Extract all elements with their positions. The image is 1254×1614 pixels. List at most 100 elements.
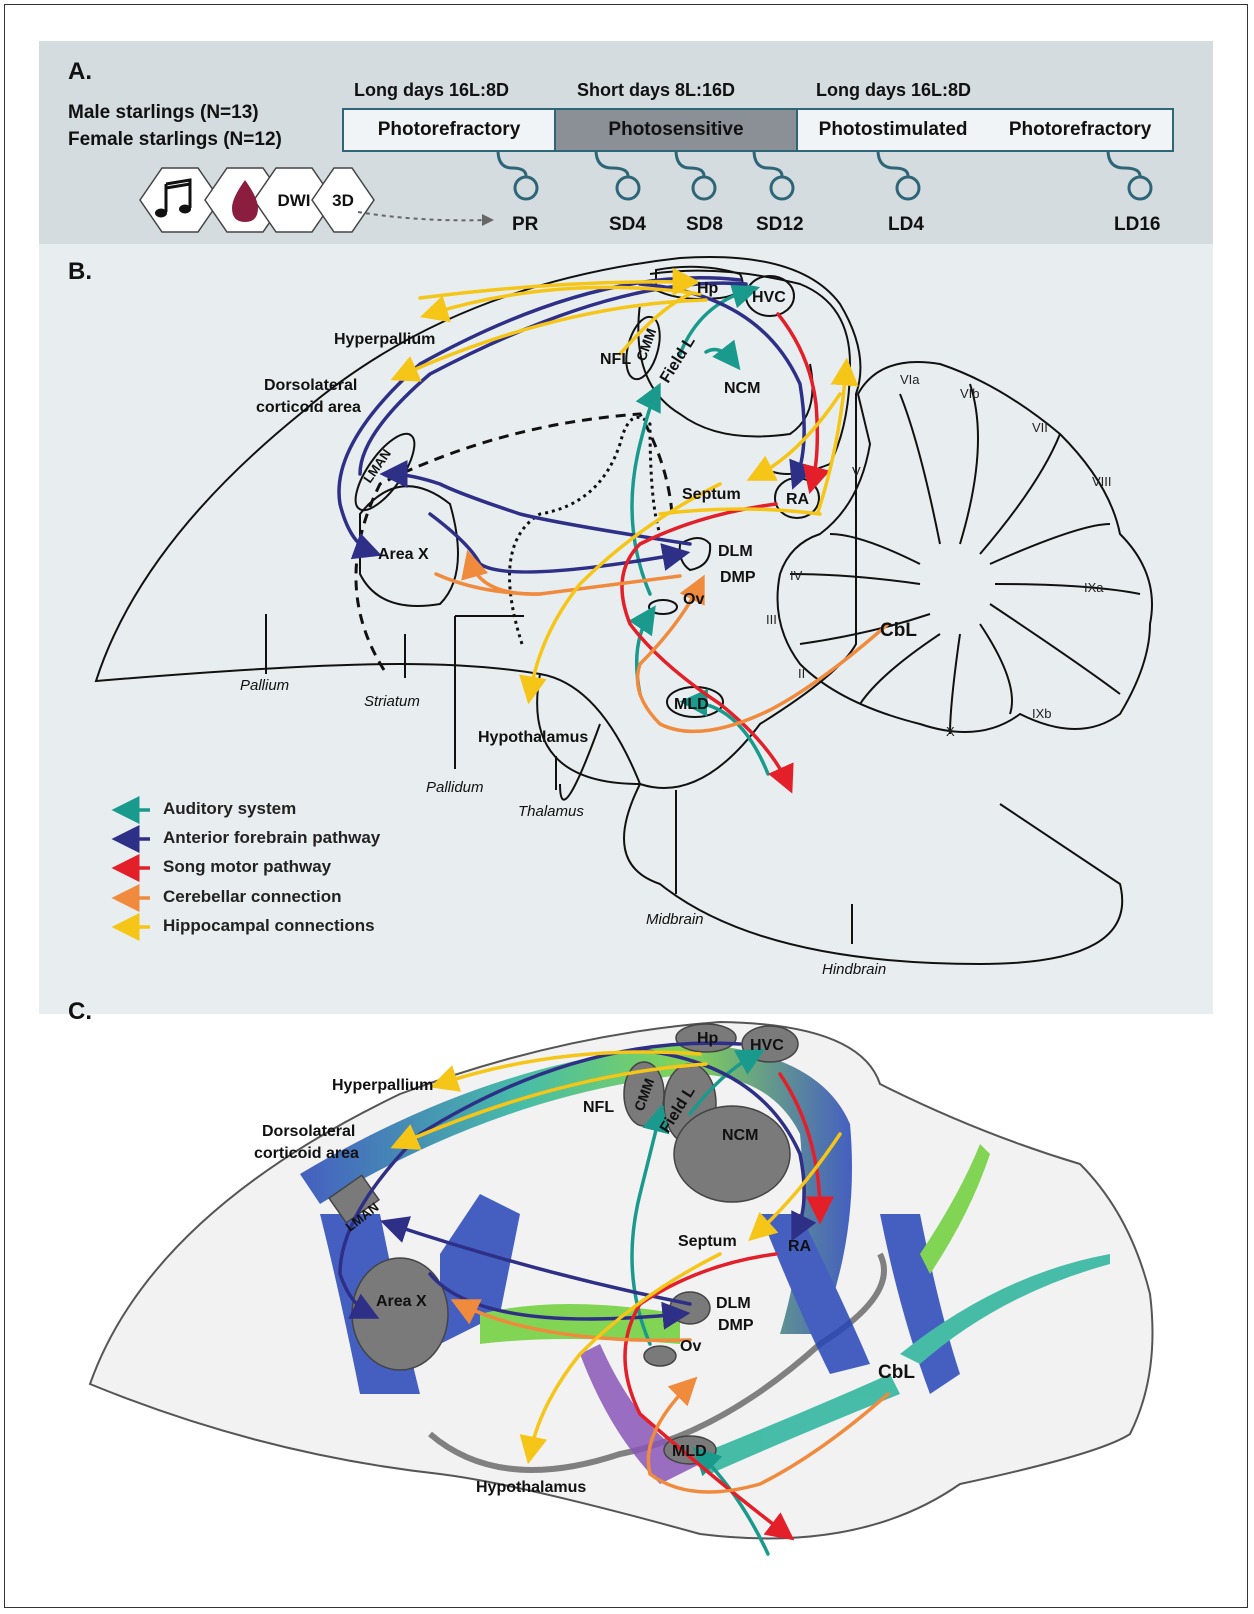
label-dorsolateral-1: Dorsolateral xyxy=(264,377,357,394)
c-label-hvc: HVC xyxy=(750,1037,784,1054)
label-nfl: NFL xyxy=(600,351,631,368)
lobule-iv: IV xyxy=(790,568,803,583)
lobule-ixb: IXb xyxy=(1032,706,1052,721)
label-mld: MLD xyxy=(674,696,709,713)
3d-label: 3D xyxy=(332,191,354,210)
connector-pr xyxy=(498,150,526,176)
connector-ld4 xyxy=(878,150,908,176)
label-area-x: Area X xyxy=(378,546,429,563)
legend-label-auditory: Auditory system xyxy=(163,799,296,819)
c-label-nfl: NFL xyxy=(583,1099,614,1116)
c-label-dorsolateral-2: corticoid area xyxy=(254,1145,359,1162)
timepoint-marker-sd4 xyxy=(617,177,639,199)
ov-region xyxy=(649,600,677,614)
timepoint-ld4: LD4 xyxy=(888,214,924,236)
timepoint-sd4: SD4 xyxy=(609,214,646,236)
label-hyperpallium: Hyperpallium xyxy=(334,331,435,348)
connector-ld16 xyxy=(1108,150,1140,176)
c-label-dmp: DMP xyxy=(718,1317,754,1334)
c-label-area-x: Area X xyxy=(376,1293,427,1310)
timepoint-sd8: SD8 xyxy=(686,214,723,236)
motor-ra-brainstem-path xyxy=(622,504,788,784)
lobule-ixa: IXa xyxy=(1084,580,1104,595)
striatum-boundary xyxy=(356,414,672,670)
dashed-arrow xyxy=(358,212,486,220)
label-septum: Septum xyxy=(682,486,741,503)
c-label-ov: Ov xyxy=(680,1338,701,1355)
lobule-x: X xyxy=(946,724,955,739)
dashed-arrowhead xyxy=(482,214,494,226)
auditory-ncm-path xyxy=(706,350,734,362)
timepoint-marker-ld16 xyxy=(1129,177,1151,199)
lobule-vib: VIb xyxy=(960,386,980,401)
lobule-v: V xyxy=(852,464,861,479)
lobule-iii: III xyxy=(766,612,777,627)
c-label-dlm: DLM xyxy=(716,1295,751,1312)
legend-afp: Anterior forebrain pathway xyxy=(115,825,380,851)
label-dmp: DMP xyxy=(720,569,756,586)
label-dlm: DLM xyxy=(718,543,753,560)
legend-label-afp: Anterior forebrain pathway xyxy=(163,828,380,848)
lobule-ii: II xyxy=(798,666,805,681)
hippocampal-septum-path xyxy=(756,394,840,476)
c-label-septum: Septum xyxy=(678,1233,737,1250)
label-ncm: NCM xyxy=(724,380,760,397)
brainstem-outline xyxy=(624,784,1122,964)
afp-parallel-path xyxy=(360,283,746,474)
lman-region xyxy=(345,425,424,518)
connector-sd12 xyxy=(754,150,782,176)
legend-motor: Song motor pathway xyxy=(115,854,331,880)
timepoint-pr: PR xyxy=(512,214,538,236)
legend-label-motor: Song motor pathway xyxy=(163,857,331,877)
c-label-hp: Hp xyxy=(697,1030,719,1047)
legend-auditory: Auditory system xyxy=(115,796,296,822)
c-label-hyperpallium: Hyperpallium xyxy=(332,1077,433,1094)
afp-dlm-lman-path xyxy=(390,474,690,544)
label-hp: Hp xyxy=(697,280,719,297)
c-label-ra: RA xyxy=(788,1238,812,1255)
dwi-label: DWI xyxy=(277,191,310,210)
timepoint-ld16: LD16 xyxy=(1114,214,1160,236)
c-label-ncm: NCM xyxy=(722,1127,758,1144)
timepoint-marker-pr xyxy=(515,177,537,199)
tractography-render: Hp HVC NFL NCM Hyperpallium Dorsolateral… xyxy=(0,1014,1254,1574)
cerebellar-folia xyxy=(790,384,1140,734)
label-hypothalamus: Hypothalamus xyxy=(478,729,588,746)
lobule-vii: VII xyxy=(1032,420,1048,435)
lobule-viii: VIII xyxy=(1092,474,1112,489)
roi-ov xyxy=(644,1346,676,1366)
timepoint-marker-sd8 xyxy=(693,177,715,199)
brain-volume xyxy=(90,1022,1153,1538)
connector-sd4 xyxy=(596,150,628,176)
area-striatum: Striatum xyxy=(364,693,420,710)
pallidum-divider xyxy=(455,616,524,769)
lobule-via: VIa xyxy=(900,372,920,387)
connector-sd8 xyxy=(676,150,704,176)
c-label-dorsolateral-1: Dorsolateral xyxy=(262,1123,355,1140)
roi-dlm xyxy=(670,1292,710,1324)
label-cbl: CbL xyxy=(880,620,917,641)
timepoint-marker-ld4 xyxy=(897,177,919,199)
legend-cerebellar: Cerebellar connection xyxy=(115,884,342,910)
legend-label-hippocampal: Hippocampal connections xyxy=(163,916,375,936)
label-dorsolateral-2: corticoid area xyxy=(256,399,361,416)
timepoint-marker-sd12 xyxy=(771,177,793,199)
timepoint-sd12: SD12 xyxy=(756,214,804,236)
area-thalamus: Thalamus xyxy=(518,803,584,820)
legend-label-cerebellar: Cerebellar connection xyxy=(163,887,342,907)
telencephalon-outline xyxy=(96,257,860,788)
area-pallium: Pallium xyxy=(240,677,289,694)
label-field-l: Field L xyxy=(657,333,699,386)
roi-ncm xyxy=(674,1106,790,1202)
c-label-cbl: CbL xyxy=(878,1362,915,1383)
hippocampal-septum-hp-path xyxy=(818,368,846,512)
hippocampal-hypothalamus-path xyxy=(530,484,720,694)
area-pallidum: Pallidum xyxy=(426,779,484,796)
area-hindbrain: Hindbrain xyxy=(822,961,886,978)
label-hvc: HVC xyxy=(752,289,786,306)
area-midbrain: Midbrain xyxy=(646,911,704,928)
label-ra: RA xyxy=(786,491,810,508)
c-label-hypothalamus: Hypothalamus xyxy=(476,1479,586,1496)
label-ov: Ov xyxy=(683,591,704,608)
c-label-mld: MLD xyxy=(672,1443,707,1460)
